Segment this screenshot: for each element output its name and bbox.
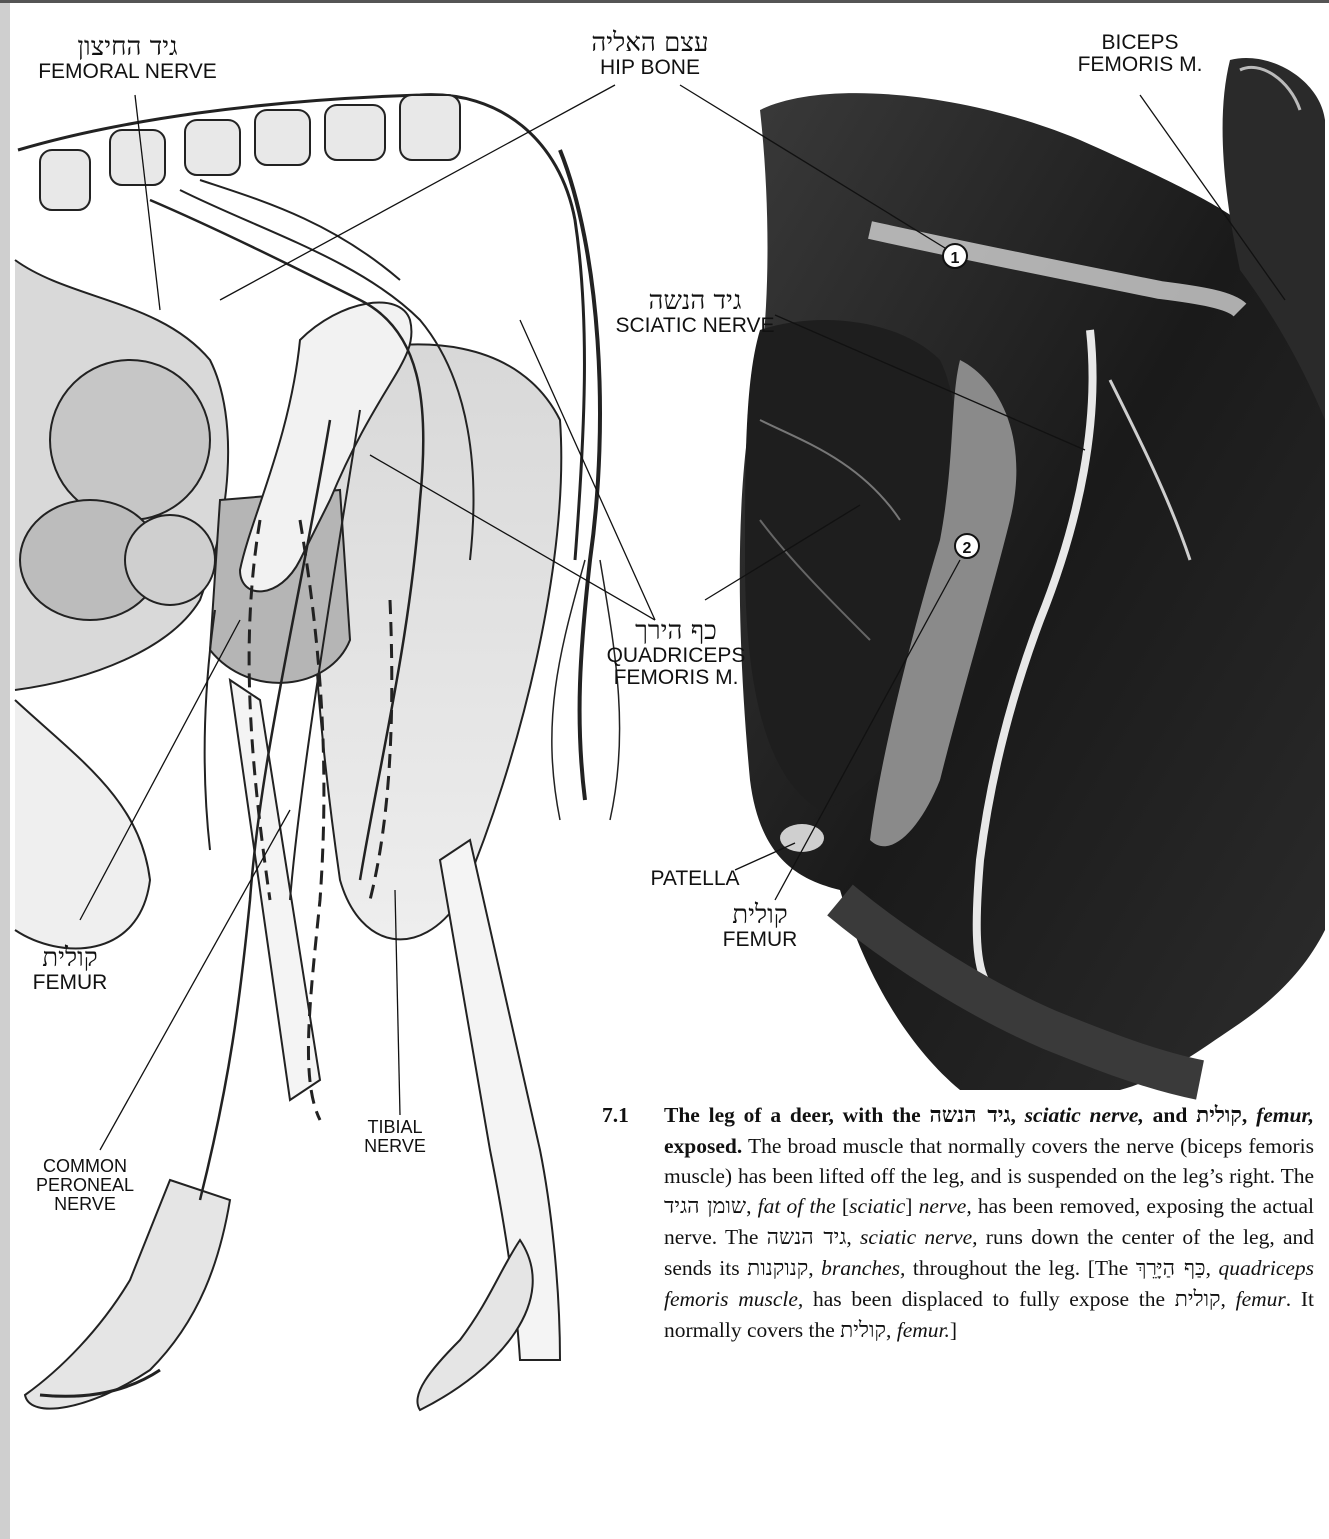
caption-t14: throughout the leg. [The bbox=[905, 1256, 1135, 1280]
caption-t16: has been displaced to fully expose the bbox=[803, 1287, 1174, 1311]
peroneal-line2: PERONEAL bbox=[20, 1176, 150, 1195]
hip-bone-hebrew: עצם האליה bbox=[560, 30, 740, 57]
biceps-line2: FEMORIS M. bbox=[1040, 54, 1240, 76]
caption-t3: and bbox=[1153, 1103, 1196, 1127]
caption-h5: קנוקנות bbox=[747, 1256, 808, 1281]
peroneal-line3: NERVE bbox=[20, 1195, 150, 1214]
caption-i3: fat of the bbox=[758, 1194, 836, 1218]
page-top-rule bbox=[0, 0, 1329, 3]
page-edge-texture bbox=[0, 0, 10, 1539]
caption-t5: exposed. bbox=[664, 1134, 742, 1158]
marker-1-label: 1 bbox=[951, 250, 960, 267]
figure-number: 7.1 bbox=[602, 1100, 650, 1130]
caption-t4: , bbox=[1242, 1103, 1256, 1127]
caption-t7: , bbox=[746, 1194, 758, 1218]
sciatic-nerve-english: SCIATIC NERVE bbox=[600, 315, 790, 337]
femoral-nerve-hebrew: גיד החיצון bbox=[25, 34, 230, 61]
femoral-nerve-english: FEMORAL NERVE bbox=[25, 61, 230, 83]
peroneal-line1: COMMON bbox=[20, 1157, 150, 1176]
label-femoral-nerve: גיד החיצון FEMORAL NERVE bbox=[25, 34, 230, 83]
label-tibial-nerve: TIBIAL NERVE bbox=[345, 1118, 445, 1156]
caption-i7: branches, bbox=[821, 1256, 905, 1280]
marker-1: 1 bbox=[943, 244, 967, 268]
quadriceps-line2: FEMORIS M. bbox=[596, 667, 756, 689]
label-sciatic-nerve: גיד הנשה SCIATIC NERVE bbox=[600, 288, 790, 337]
caption-i5: nerve, bbox=[919, 1194, 972, 1218]
patella-english: PATELLA bbox=[625, 868, 765, 890]
caption-t15: , bbox=[1206, 1256, 1219, 1280]
dissection-photo: 1 2 bbox=[740, 58, 1325, 1090]
caption-t8: [ bbox=[836, 1194, 849, 1218]
caption-t19: , bbox=[886, 1318, 897, 1342]
caption-i1: sciatic nerve, bbox=[1025, 1103, 1144, 1127]
femur-right-english: FEMUR bbox=[700, 929, 820, 951]
caption-t2: , bbox=[1010, 1103, 1024, 1127]
caption-t17: , bbox=[1221, 1287, 1236, 1311]
femur-left-english: FEMUR bbox=[10, 972, 130, 994]
caption-i9: femur bbox=[1236, 1287, 1286, 1311]
label-femur-left: קולית FEMUR bbox=[10, 945, 130, 994]
hip-bone-english: HIP BONE bbox=[560, 57, 740, 79]
femur-left-hebrew: קולית bbox=[10, 945, 130, 972]
biceps-line1: BICEPS bbox=[1040, 32, 1240, 54]
tibial-line2: NERVE bbox=[345, 1137, 445, 1156]
caption-t6: The broad muscle that normally covers th… bbox=[664, 1134, 1314, 1188]
femur-right-hebrew: קולית bbox=[700, 902, 820, 929]
caption-h3: שומן הגיד bbox=[664, 1194, 746, 1219]
marker-2-label: 2 bbox=[963, 540, 972, 557]
caption-i10: femur. bbox=[897, 1318, 950, 1342]
label-patella: PATELLA bbox=[625, 868, 765, 890]
tibial-line1: TIBIAL bbox=[345, 1118, 445, 1137]
caption-h6: כַּף הַיָּרֵךְ bbox=[1136, 1256, 1206, 1281]
caption-i4: sciatic bbox=[849, 1194, 905, 1218]
label-biceps-femoris: BICEPS FEMORIS M. bbox=[1040, 32, 1240, 76]
caption-t11: , bbox=[846, 1225, 860, 1249]
label-quadriceps: כף הירך QUADRICEPS FEMORIS M. bbox=[596, 618, 756, 689]
label-femur-right: קולית FEMUR bbox=[700, 902, 820, 951]
caption-h2: קולית bbox=[1196, 1103, 1242, 1128]
label-common-peroneal: COMMON PERONEAL NERVE bbox=[20, 1157, 150, 1214]
caption-t9: ] bbox=[905, 1194, 918, 1218]
label-hip-bone: עצם האליה HIP BONE bbox=[560, 30, 740, 79]
caption-t1: The leg of a deer, with the bbox=[664, 1103, 930, 1127]
marker-2: 2 bbox=[955, 534, 979, 558]
caption-t13: , bbox=[808, 1256, 821, 1280]
caption-h8: קולית bbox=[840, 1318, 886, 1343]
caption-i2: femur, bbox=[1256, 1103, 1314, 1127]
quadriceps-hebrew: כף הירך bbox=[596, 618, 756, 645]
caption-h1: גיד הנשה bbox=[930, 1103, 1011, 1128]
caption-h4: גיד הנשה bbox=[767, 1225, 847, 1250]
caption-i6: sciatic nerve, bbox=[860, 1225, 978, 1249]
sciatic-nerve-hebrew: גיד הנשה bbox=[600, 288, 790, 315]
caption-t20: ] bbox=[950, 1318, 957, 1342]
quadriceps-line1: QUADRICEPS bbox=[596, 645, 756, 667]
figure-caption: 7.1 The leg of a deer, with the גיד הנשה… bbox=[612, 1100, 1314, 1346]
caption-body: The leg of a deer, with the גיד הנשה, sc… bbox=[664, 1100, 1314, 1346]
caption-h7: קולית bbox=[1175, 1287, 1221, 1312]
